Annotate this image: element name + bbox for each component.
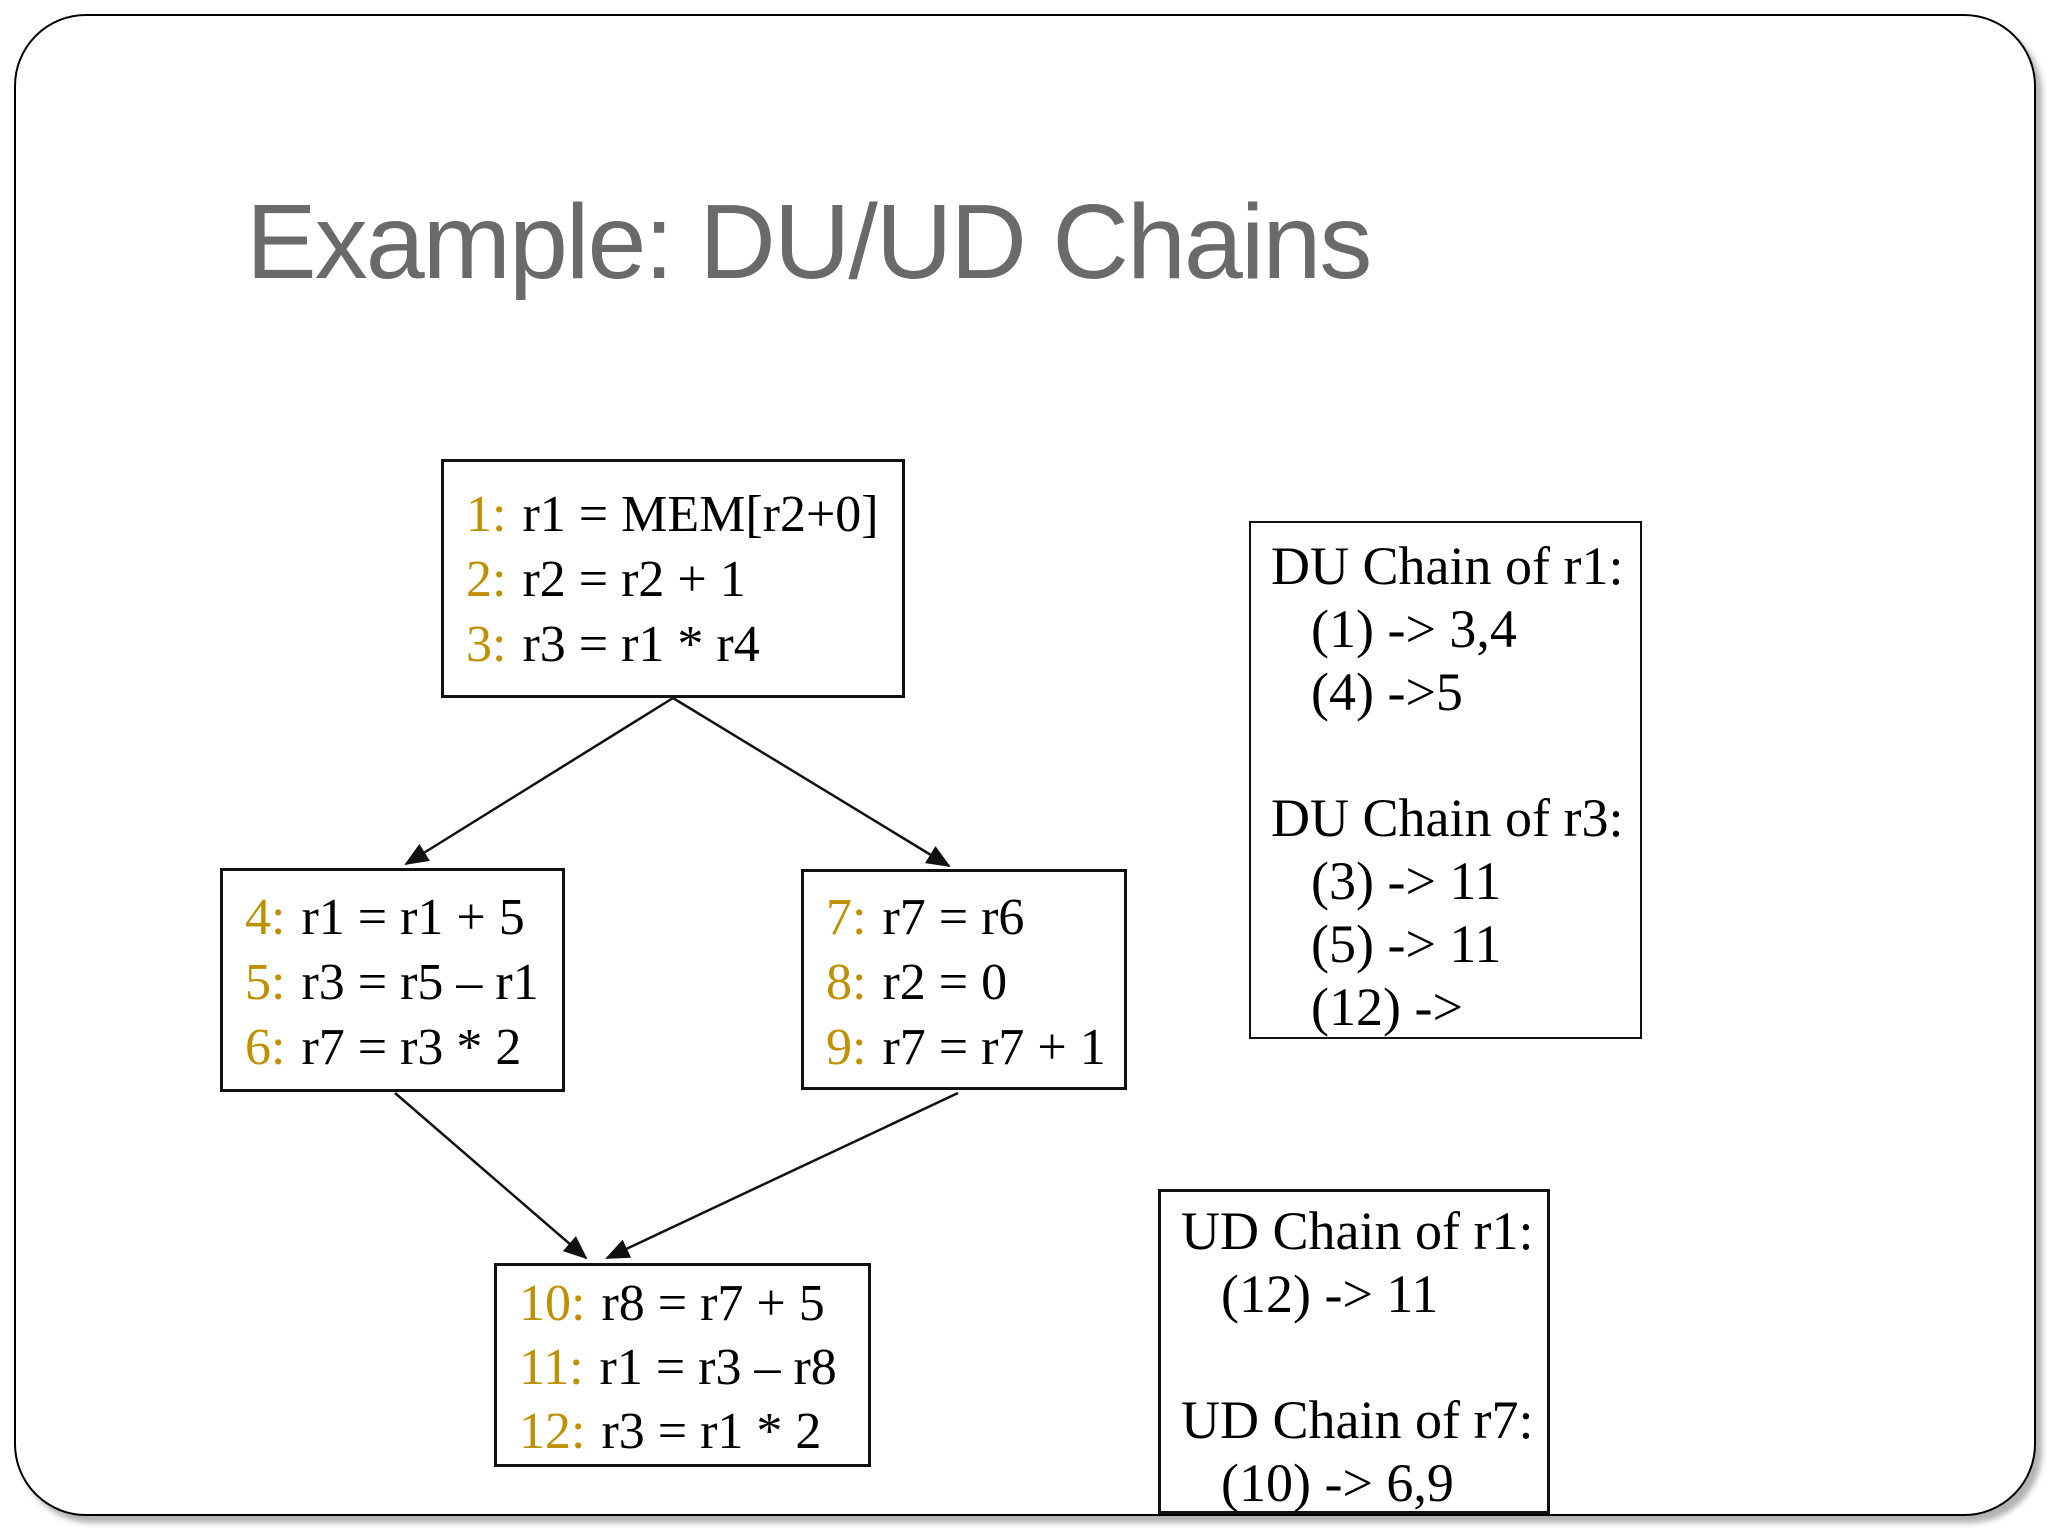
edge-left-to-bottom: [394, 1092, 588, 1260]
code-text: r3 = r1 * r4: [522, 616, 760, 673]
code-text: r2 = 0: [882, 954, 1008, 1011]
du-chain-entry: (1) -> 3,4: [1311, 599, 1517, 659]
basic-block-4: 10: r8 = r7 + 5 11: r1 = r3 – r8 12: r3 = r…: [494, 1263, 871, 1467]
code-text: r2 = r2 + 1: [522, 551, 746, 608]
code-line: 8: r2 = 0: [826, 950, 1124, 1015]
line-number: 2:: [466, 551, 507, 608]
line-number: 3:: [466, 616, 507, 673]
code-text: r8 = r7 + 5: [601, 1275, 825, 1332]
ud-chain-entry: (10) -> 6,9: [1221, 1453, 1454, 1513]
blank-line: [1181, 1326, 1547, 1389]
code-line: 3: r3 = r1 * r4: [466, 612, 902, 677]
code-text: r7 = r7 + 1: [882, 1019, 1106, 1076]
code-line: 7: r7 = r6: [826, 885, 1124, 950]
code-text: r7 = r6: [882, 889, 1025, 946]
du-chain-entry: (12) ->: [1311, 977, 1463, 1037]
code-line: 10: r8 = r7 + 5: [519, 1272, 868, 1336]
code-line: 12: r3 = r1 * 2: [519, 1400, 868, 1464]
basic-block-1: 1: r1 = MEM[r2+0] 2: r2 = r2 + 1 3: r3 = r1…: [441, 459, 905, 698]
code-text: r1 = MEM[r2+0]: [522, 486, 879, 543]
line-number: 11:: [519, 1339, 584, 1396]
code-text: r1 = r1 + 5: [301, 889, 525, 946]
slide: Example: DU/UD Chains 1: r1 = MEM[r2+0] 2…: [14, 14, 2036, 1516]
line-number: 9:: [826, 1019, 867, 1076]
code-line: 2: r2 = r2 + 1: [466, 547, 902, 612]
line-number: 12:: [519, 1403, 586, 1460]
code-line: 9: r7 = r7 + 1: [826, 1015, 1124, 1080]
ud-chain-entry: (12) -> 11: [1221, 1264, 1439, 1324]
edge-top-to-right: [672, 696, 951, 868]
code-text: r7 = r3 * 2: [301, 1019, 522, 1076]
code-text: r1 = r3 – r8: [599, 1339, 837, 1396]
line-number: 7:: [826, 889, 867, 946]
code-line: 5: r3 = r5 – r1: [245, 950, 562, 1015]
du-chain-entry: (5) -> 11: [1311, 914, 1502, 974]
line-number: 4:: [245, 889, 286, 946]
basic-block-3: 7: r7 = r6 8: r2 = 0 9: r7 = r7 + 1: [801, 869, 1127, 1090]
line-number: 5:: [245, 954, 286, 1011]
slide-title: Example: DU/UD Chains: [246, 183, 1372, 301]
code-text: r3 = r1 * 2: [601, 1403, 822, 1460]
edge-top-to-left: [404, 696, 674, 866]
du-chain-entry: (4) ->5: [1311, 662, 1463, 722]
du-chain-r3-title: DU Chain of r3:: [1271, 788, 1624, 848]
ud-chain-r1-title: UD Chain of r1:: [1181, 1201, 1534, 1261]
du-chain-entry: (3) -> 11: [1311, 851, 1502, 911]
du-chain-box: DU Chain of r1: (1) -> 3,4 (4) ->5 DU Ch…: [1249, 521, 1642, 1039]
du-chain-r1-title: DU Chain of r1:: [1271, 536, 1624, 596]
code-line: 6: r7 = r3 * 2: [245, 1015, 562, 1080]
code-line: 11: r1 = r3 – r8: [519, 1336, 868, 1400]
line-number: 1:: [466, 486, 507, 543]
blank-line: [1271, 724, 1640, 787]
line-number: 6:: [245, 1019, 286, 1076]
ud-chain-r7-title: UD Chain of r7:: [1181, 1390, 1534, 1450]
code-line: 1: r1 = MEM[r2+0]: [466, 482, 902, 547]
code-line: 4: r1 = r1 + 5: [245, 885, 562, 950]
basic-block-2: 4: r1 = r1 + 5 5: r3 = r5 – r1 6: r7 = r3 *…: [220, 868, 565, 1092]
edge-right-to-bottom: [605, 1091, 959, 1260]
code-text: r3 = r5 – r1: [301, 954, 539, 1011]
line-number: 10:: [519, 1275, 586, 1332]
ud-chain-box: UD Chain of r1: (12) -> 11 UD Chain of r…: [1158, 1189, 1550, 1514]
line-number: 8:: [826, 954, 867, 1011]
